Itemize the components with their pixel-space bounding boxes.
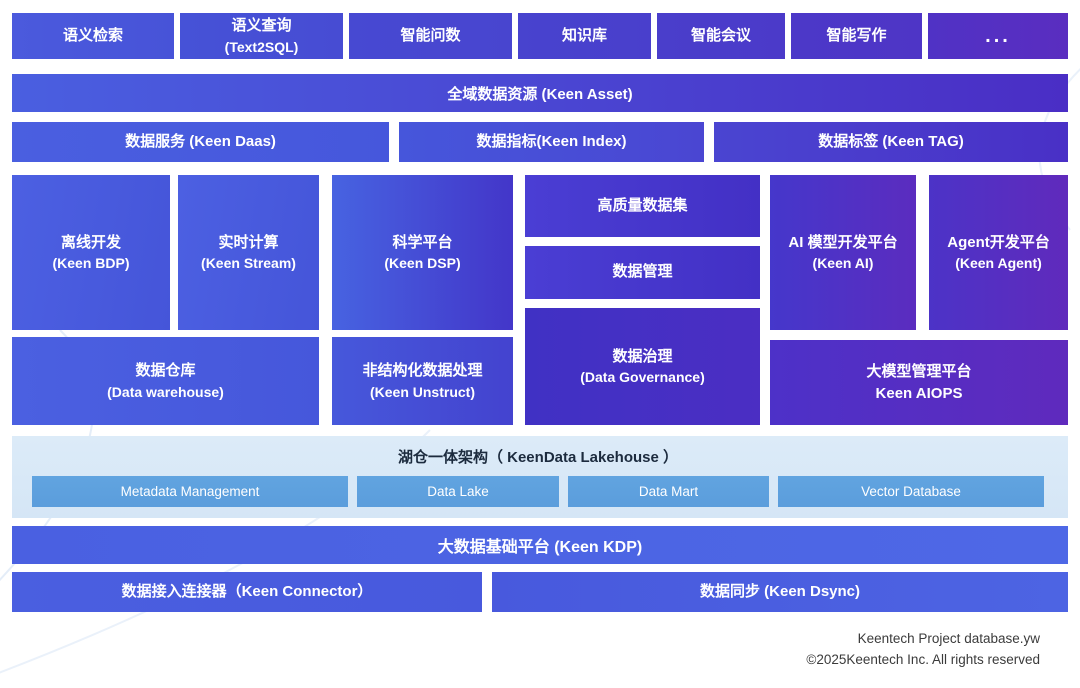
box-quality-dataset: 高质量数据集 — [525, 175, 760, 237]
asset-bar: 全域数据资源 (Keen Asset) — [12, 74, 1068, 112]
platform-layer: 离线开发 (Keen BDP) 实时计算 (Keen Stream) 数据仓库 … — [12, 175, 1068, 425]
box-title: 数据治理 — [612, 347, 673, 365]
data-service-layer: 数据服务 (Keen Daas) 数据指标(Keen Index) 数据标签 (… — [12, 122, 1068, 162]
box-title: 数据管理 — [612, 263, 673, 281]
box-offline-dev: 离线开发 (Keen BDP) — [12, 175, 170, 330]
service-box-daas: 数据服务 (Keen Daas) — [12, 122, 389, 162]
lakehouse-components: Metadata Management Data Lake Data Mart … — [32, 476, 1044, 507]
lakehouse-box-metadata-management: Metadata Management — [32, 476, 348, 507]
box-agent-platform: Agent开发平台 (Keen Agent) — [929, 175, 1068, 330]
app-label: 语义查询 — [231, 17, 292, 35]
app-box-semantic-search: 语义检索 — [12, 13, 174, 59]
app-box-smart-qa: 智能问数 — [349, 13, 512, 59]
service-label: 数据指标(Keen Index) — [476, 132, 627, 150]
box-data-governance: 数据治理 (Data Governance) — [525, 308, 760, 425]
box-subtitle: (Keen BDP) — [52, 255, 130, 272]
platform-column-ai: AI 模型开发平台 (Keen AI) Agent开发平台 (Keen Agen… — [770, 175, 1068, 425]
platform-column-governance: 高质量数据集 数据管理 数据治理 (Data Governance) — [525, 175, 760, 425]
footer-project-line: Keentech Project database.yw — [857, 631, 1040, 646]
box-title: AI 模型开发平台 — [788, 233, 898, 251]
box-ai-model-platform: AI 模型开发平台 (Keen AI) — [770, 175, 916, 330]
app-label: 智能会议 — [690, 26, 751, 44]
app-label: 智能写作 — [826, 26, 887, 44]
box-title: 实时计算 — [218, 233, 279, 251]
box-title: 高质量数据集 — [597, 196, 688, 214]
app-sublabel: (Text2SQL) — [224, 38, 299, 55]
kdp-bar: 大数据基础平台 (Keen KDP) — [12, 526, 1068, 564]
kdp-bar-label: 大数据基础平台 (Keen KDP) — [437, 539, 643, 556]
lakehouse-box-vector-database: Vector Database — [778, 476, 1044, 507]
asset-bar-label: 全域数据资源 (Keen Asset) — [447, 85, 633, 103]
connector-layer: 数据接入连接器（Keen Connector） 数据同步 (Keen Dsync… — [12, 572, 1068, 612]
lakehouse-section: 湖仓一体架构（ KeenData Lakehouse ） Metadata Ma… — [12, 436, 1068, 518]
box-data-sync: 数据同步 (Keen Dsync) — [492, 572, 1068, 612]
box-title: Agent开发平台 — [947, 233, 1050, 251]
box-realtime-compute: 实时计算 (Keen Stream) — [178, 175, 319, 330]
box-subtitle: Keen AIOPS — [875, 384, 963, 402]
service-label: 数据服务 (Keen Daas) — [125, 132, 276, 150]
box-title: 数据接入连接器（Keen Connector） — [121, 582, 373, 600]
application-layer: 语义检索 语义查询 (Text2SQL) 智能问数 知识库 智能会议 智能写作 … — [12, 13, 1068, 59]
app-label: 语义检索 — [62, 26, 123, 44]
box-data-connector: 数据接入连接器（Keen Connector） — [12, 572, 482, 612]
lakehouse-title: 湖仓一体架构（ KeenData Lakehouse ） — [397, 449, 679, 466]
app-box-more-ellipsis: ... — [928, 13, 1068, 59]
box-title: 科学平台 — [392, 233, 453, 251]
service-box-tag: 数据标签 (Keen TAG) — [714, 122, 1068, 162]
box-subtitle: (Keen Stream) — [201, 255, 296, 272]
box-title: 离线开发 — [60, 233, 121, 251]
platform-column-compute: 离线开发 (Keen BDP) 实时计算 (Keen Stream) 数据仓库 … — [12, 175, 319, 425]
box-title: 大模型管理平台 — [866, 363, 972, 381]
lakehouse-box-data-mart: Data Mart — [568, 476, 769, 507]
box-subtitle: (Keen Agent) — [955, 255, 1042, 272]
app-box-smart-meeting: 智能会议 — [657, 13, 785, 59]
platform-column-science: 科学平台 (Keen DSP) 非结构化数据处理 (Keen Unstruct) — [332, 175, 513, 425]
app-box-semantic-query: 语义查询 (Text2SQL) — [180, 13, 343, 59]
box-data-management: 数据管理 — [525, 246, 760, 299]
box-llm-management-platform: 大模型管理平台 Keen AIOPS — [770, 340, 1068, 425]
box-data-warehouse: 数据仓库 (Data warehouse) — [12, 337, 319, 425]
service-label: 数据标签 (Keen TAG) — [818, 132, 964, 150]
app-box-smart-writing: 智能写作 — [791, 13, 922, 59]
box-subtitle: (Keen Unstruct) — [369, 383, 475, 400]
box-science-platform: 科学平台 (Keen DSP) — [332, 175, 513, 330]
service-box-index: 数据指标(Keen Index) — [399, 122, 704, 162]
box-subtitle: (Keen AI) — [812, 255, 874, 272]
lakehouse-box-data-lake: Data Lake — [357, 476, 559, 507]
architecture-diagram: 语义检索 语义查询 (Text2SQL) 智能问数 知识库 智能会议 智能写作 … — [12, 13, 1068, 671]
app-label: 智能问数 — [400, 26, 461, 44]
box-subtitle: (Keen DSP) — [384, 255, 461, 272]
box-title: 数据同步 (Keen Dsync) — [699, 582, 861, 600]
box-subtitle: (Data warehouse) — [107, 383, 224, 400]
app-label: 知识库 — [561, 26, 607, 44]
box-title: 数据仓库 — [135, 362, 196, 380]
footer: Keentech Project database.yw ©2025Keente… — [12, 612, 1068, 671]
box-unstructured-processing: 非结构化数据处理 (Keen Unstruct) — [332, 337, 513, 425]
footer-copyright-line: ©2025Keentech Inc. All rights reserved — [806, 651, 1040, 667]
app-box-knowledge-base: 知识库 — [518, 13, 651, 59]
box-subtitle: (Data Governance) — [580, 369, 705, 386]
box-title: 非结构化数据处理 — [362, 362, 483, 380]
ellipsis-icon: ... — [985, 25, 1011, 47]
